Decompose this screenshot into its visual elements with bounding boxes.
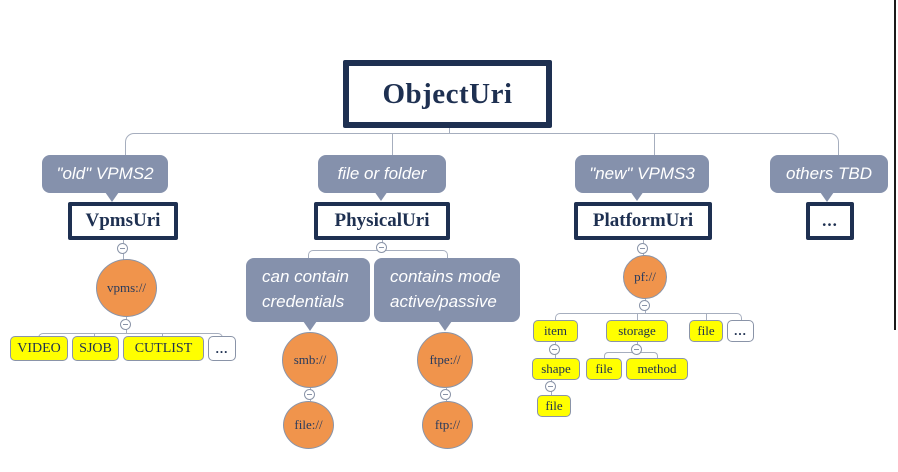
node-cutlist-label: CUTLIST — [134, 340, 193, 356]
node-vpmsuri-label: VpmsUri — [85, 210, 161, 231]
connector — [38, 333, 223, 338]
collapse-toggle[interactable] — [376, 242, 387, 253]
minus-glyph — [307, 394, 312, 395]
node-ftp-scheme-label: ftp:// — [434, 417, 461, 432]
collapse-toggle[interactable] — [639, 300, 650, 311]
connector — [449, 128, 450, 134]
minus-glyph — [642, 305, 647, 306]
callout-can-contain-credentials[interactable]: can contain credentials — [246, 258, 370, 322]
callout-file-or-folder-label: file or folder — [337, 164, 427, 183]
node-pf-scheme-label: pf:// — [634, 269, 656, 284]
connector — [555, 313, 742, 321]
callout-tail — [303, 321, 317, 331]
node-file-l3[interactable]: file — [537, 395, 571, 417]
node-file-scheme[interactable]: file:// — [283, 401, 334, 449]
node-ellipsis-label: ... — [215, 340, 229, 356]
node-video[interactable]: VIDEO — [10, 336, 68, 361]
minus-glyph — [634, 349, 639, 350]
collapse-toggle[interactable] — [549, 344, 560, 355]
node-file-l3-label: file — [545, 398, 563, 413]
callout-new-vpms3[interactable]: "new" VPMS3 — [575, 155, 709, 193]
connector — [637, 313, 638, 320]
node-file-l1-label: file — [697, 323, 715, 338]
node-physicaluri-label: PhysicalUri — [334, 210, 430, 231]
callout-new-vpms3-label: "new" VPMS3 — [589, 164, 695, 183]
node-vpms-scheme[interactable]: vpms:// — [96, 259, 157, 317]
node-pf-scheme[interactable]: pf:// — [623, 255, 667, 299]
node-shape-label: shape — [541, 361, 571, 376]
collapse-toggle[interactable] — [117, 243, 128, 254]
callout-file-or-folder[interactable]: file or folder — [318, 155, 446, 193]
node-physicaluri[interactable]: PhysicalUri — [314, 202, 450, 240]
node-others-ellipsis-label: ... — [822, 211, 838, 230]
node-ellipsis-vpms2[interactable]: ... — [208, 336, 236, 361]
minus-glyph — [120, 248, 125, 249]
node-storage[interactable]: storage — [606, 320, 668, 342]
connector — [654, 134, 655, 155]
node-others-ellipsis[interactable]: ... — [806, 202, 854, 240]
minus-glyph — [443, 394, 448, 395]
root-node-label: ObjectUri — [382, 77, 513, 110]
callout-tail — [630, 191, 644, 201]
node-method[interactable]: method — [626, 358, 688, 380]
callout-others-tbd-label: others TBD — [786, 164, 872, 183]
node-item-label: item — [543, 323, 568, 338]
minus-glyph — [640, 248, 645, 249]
callout-tail — [374, 191, 388, 201]
node-platformuri-label: PlatformUri — [592, 210, 694, 231]
connector — [125, 133, 839, 155]
node-ftp-scheme[interactable]: ftp:// — [422, 401, 473, 449]
node-ftpe-scheme[interactable]: ftpe:// — [417, 332, 473, 388]
minus-glyph — [548, 386, 553, 387]
collapse-toggle[interactable] — [631, 344, 642, 355]
minus-glyph — [552, 349, 557, 350]
collapse-toggle[interactable] — [304, 389, 315, 400]
node-smb-scheme[interactable]: smb:// — [282, 332, 338, 388]
node-file-l2[interactable]: file — [586, 358, 622, 380]
connector — [392, 134, 393, 155]
collapse-toggle[interactable] — [637, 243, 648, 254]
collapse-toggle[interactable] — [440, 389, 451, 400]
callout-can-contain-credentials-label: can contain credentials — [262, 267, 349, 311]
minus-glyph — [379, 247, 384, 248]
callout-tail — [820, 192, 834, 202]
node-video-label: VIDEO — [17, 340, 61, 356]
callout-tail — [438, 321, 452, 331]
node-vpms-scheme-label: vpms:// — [106, 280, 146, 295]
node-vpmsuri[interactable]: VpmsUri — [68, 202, 178, 240]
node-ftpe-scheme-label: ftpe:// — [429, 352, 461, 367]
connector — [162, 333, 163, 337]
node-sjob[interactable]: SJOB — [72, 336, 119, 361]
node-ellipsis-vpms3[interactable]: ... — [727, 320, 754, 342]
root-node-objecturi[interactable]: ObjectUri — [343, 60, 552, 128]
connector — [706, 313, 707, 320]
node-smb-scheme-label: smb:// — [293, 352, 327, 367]
callout-old-vpms2[interactable]: "old" VPMS2 — [42, 155, 168, 193]
node-shape[interactable]: shape — [532, 358, 580, 380]
node-platformuri[interactable]: PlatformUri — [574, 202, 712, 240]
node-method-label: method — [637, 361, 677, 376]
collapse-toggle[interactable] — [545, 381, 556, 392]
node-storage-label: storage — [618, 323, 656, 338]
node-ellipsis-label: ... — [734, 323, 747, 338]
connector — [94, 333, 95, 337]
node-file-scheme-label: file:// — [294, 417, 323, 432]
callout-old-vpms2-label: "old" VPMS2 — [56, 164, 154, 183]
node-sjob-label: SJOB — [79, 340, 112, 356]
callout-contains-mode-label: contains mode active/passive — [390, 267, 501, 311]
node-cutlist[interactable]: CUTLIST — [123, 336, 204, 361]
node-file-l2-label: file — [595, 361, 613, 376]
window-edge-line — [894, 0, 896, 330]
callout-others-tbd[interactable]: others TBD — [770, 155, 888, 193]
collapse-toggle[interactable] — [120, 319, 131, 330]
minus-glyph — [123, 324, 128, 325]
node-item[interactable]: item — [533, 320, 578, 342]
callout-tail — [105, 192, 119, 202]
callout-contains-mode[interactable]: contains mode active/passive — [374, 258, 520, 322]
node-file-l1[interactable]: file — [689, 320, 723, 342]
